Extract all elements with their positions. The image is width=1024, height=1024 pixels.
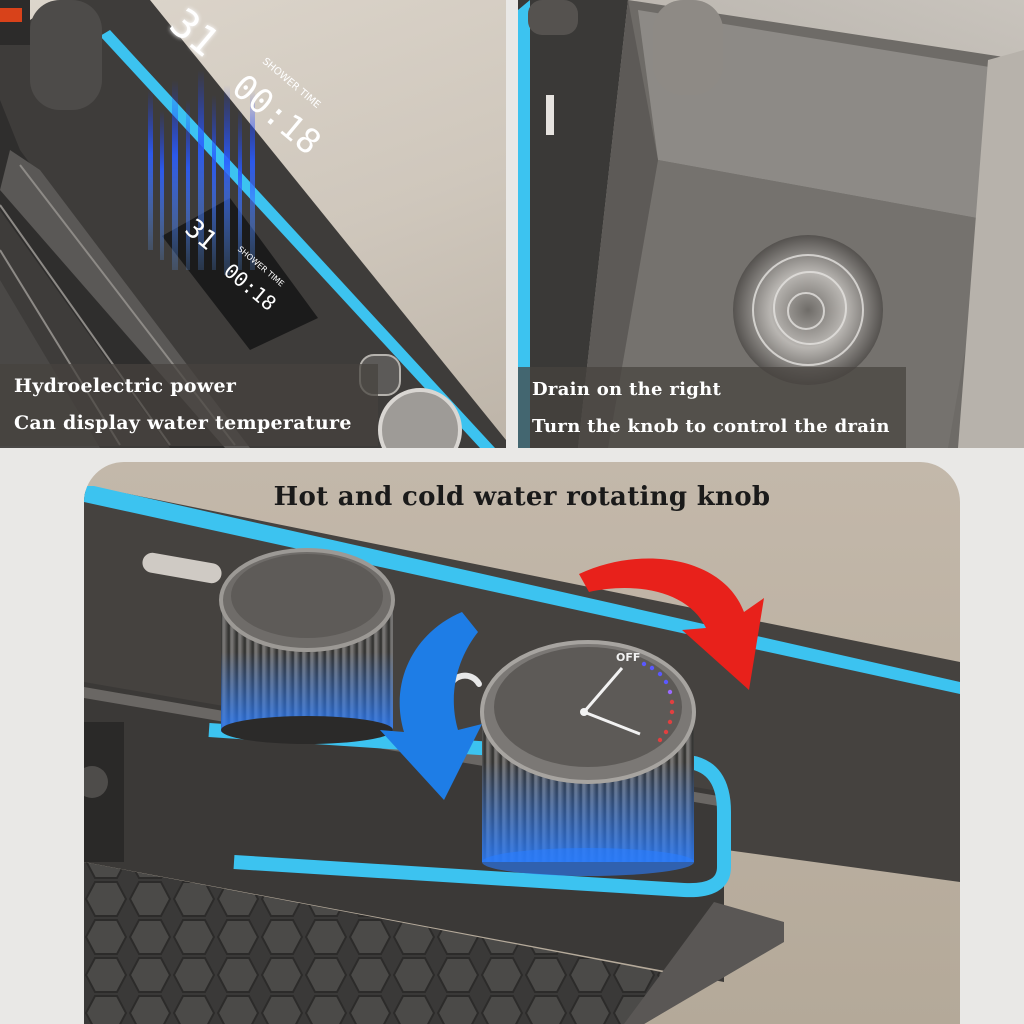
caption-line-2: Turn the knob to control the drain [532,416,890,437]
panel-display: 31 SHOWER TIME 00:18 31 SHOWER TIME 00:1… [0,0,506,448]
caption-line-2: Can display water temperature [14,412,352,434]
panel-drain: Drain on the right Turn the knob to cont… [518,0,1024,448]
caption-line-1: Hydroelectric power [14,375,237,397]
sink-basin-illustration [518,0,1024,448]
temperature-dots [641,661,675,743]
caption-line-1: Drain on the right [532,379,722,400]
knob-illustration [84,486,960,1024]
sink-display-illustration [0,0,506,448]
hot-arrow-icon [579,558,764,690]
led-strip [518,0,530,448]
cold-arrow-icon [380,612,482,800]
faucet-body [30,0,102,110]
section-title: Hot and cold water rotating knob [273,482,771,512]
knob-off-label: OFF [616,651,641,664]
led-strip-front [208,723,731,898]
faucet-spout [653,0,723,95]
caption-drain: Drain on the right Turn the knob to cont… [518,367,906,448]
caption-display: Hydroelectric power Can display water te… [0,364,378,446]
panel-knob: Hot and cold water rotating knob OFF [84,462,960,1024]
drain-swirl [733,235,883,385]
knob [378,388,462,448]
